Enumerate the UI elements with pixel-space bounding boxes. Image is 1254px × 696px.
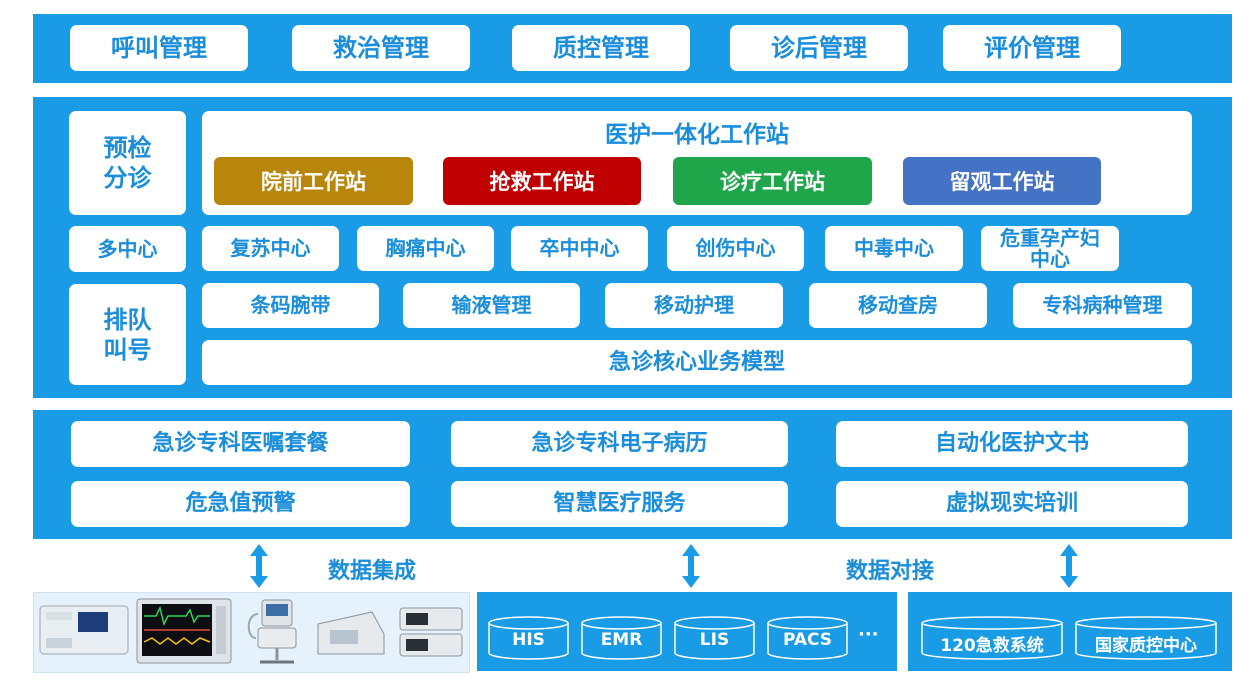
service-auto-documents[interactable]: 自动化医护文书 [836, 421, 1188, 467]
pacs-database-icon[interactable]: PACS [766, 615, 849, 661]
core-business-model[interactable]: 急诊核心业务模型 [202, 340, 1192, 385]
prehospital-workstation[interactable]: 院前工作站 [214, 157, 413, 205]
emergency-120-database-icon[interactable]: 120急救系统 [920, 615, 1064, 661]
service-order-package[interactable]: 急诊专科医嘱套餐 [71, 421, 410, 467]
national-qc-database-icon[interactable]: 国家质控中心 [1074, 615, 1218, 661]
center-poisoning[interactable]: 中毒中心 [825, 226, 963, 271]
national-qc-label: 国家质控中心 [1095, 636, 1197, 656]
service-vr-training[interactable]: 虚拟现实培训 [836, 481, 1188, 527]
pacs-label: PACS [782, 630, 833, 650]
module-post-diagnosis[interactable]: 诊后管理 [730, 25, 908, 71]
ventilator-image [247, 599, 297, 664]
service-critical-value-alert[interactable]: 危急值预警 [71, 481, 410, 527]
lis-label: LIS [699, 630, 730, 650]
emergency-120-label: 120急救系统 [940, 636, 1044, 656]
double-arrow-icon [682, 544, 700, 588]
service-smart-medical[interactable]: 智慧医疗服务 [451, 481, 788, 527]
analyzer-image [317, 611, 385, 655]
diagnosis-workstation[interactable]: 诊疗工作站 [673, 157, 872, 205]
his-label: HIS [512, 630, 545, 650]
his-database-icon[interactable]: HIS [487, 615, 570, 661]
func-mobile-rounds[interactable]: 移动查房 [809, 283, 987, 328]
ecg-machine-image [39, 605, 129, 655]
center-trauma[interactable]: 创伤中心 [667, 226, 804, 271]
center-stroke[interactable]: 卒中中心 [511, 226, 648, 271]
patient-monitor-image [136, 598, 232, 664]
service-emr[interactable]: 急诊专科电子病历 [451, 421, 788, 467]
func-mobile-nursing[interactable]: 移动护理 [605, 283, 783, 328]
center-maternal[interactable]: 危重孕产妇 中心 [981, 226, 1119, 271]
infusion-pump-image [399, 607, 463, 657]
rescue-workstation[interactable]: 抢救工作站 [443, 157, 641, 205]
observation-workstation[interactable]: 留观工作站 [903, 157, 1101, 205]
data-integration-label: 数据集成 [328, 559, 417, 584]
module-call-management[interactable]: 呼叫管理 [70, 25, 248, 71]
more-systems-ellipsis: ··· [858, 624, 879, 645]
module-quality-control[interactable]: 质控管理 [512, 25, 690, 71]
triage-box[interactable]: 预检 分诊 [69, 111, 186, 215]
center-resuscitation[interactable]: 复苏中心 [202, 226, 339, 271]
module-evaluation[interactable]: 评价管理 [943, 25, 1121, 71]
module-treatment-management[interactable]: 救治管理 [292, 25, 470, 71]
queue-call-box[interactable]: 排队 叫号 [69, 284, 186, 385]
multi-center-box[interactable]: 多中心 [69, 226, 186, 272]
func-infusion-management[interactable]: 输液管理 [403, 283, 580, 328]
func-barcode-wristband[interactable]: 条码腕带 [202, 283, 379, 328]
func-specialty-disease[interactable]: 专科病种管理 [1013, 283, 1192, 328]
double-arrow-icon [1060, 544, 1078, 588]
center-chest-pain[interactable]: 胸痛中心 [357, 226, 494, 271]
data-docking-label: 数据对接 [846, 559, 935, 584]
emr-database-icon[interactable]: EMR [580, 615, 663, 661]
double-arrow-icon [250, 544, 268, 588]
workstation-title: 医护一体化工作站 [605, 122, 789, 148]
emr-label: EMR [600, 630, 643, 650]
lis-database-icon[interactable]: LIS [673, 615, 756, 661]
